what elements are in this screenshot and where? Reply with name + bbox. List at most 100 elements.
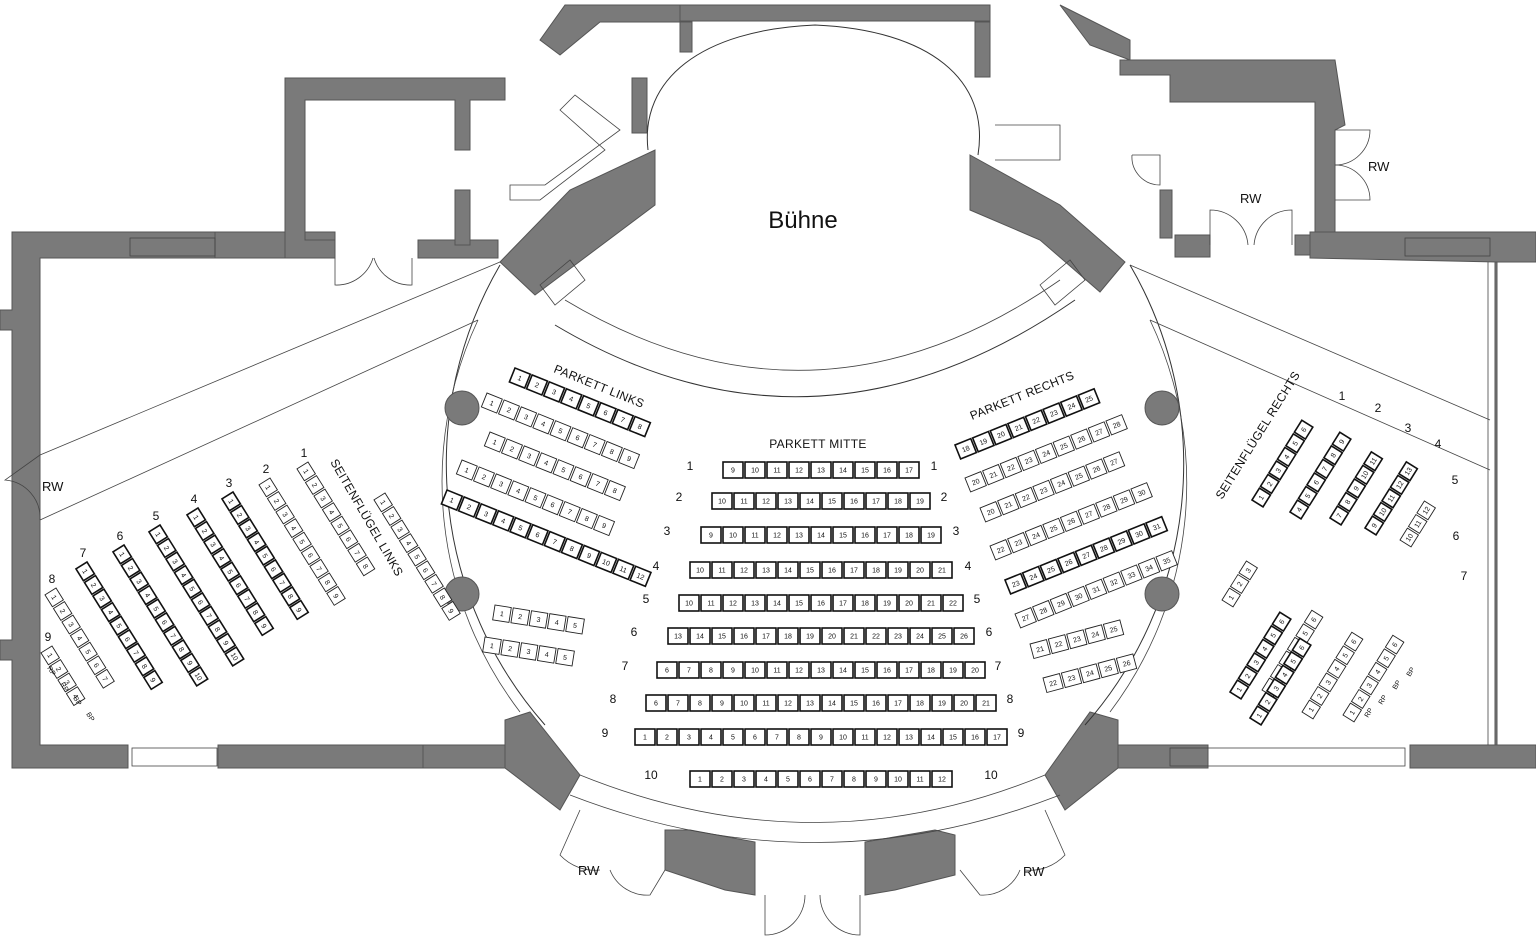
seat[interactable]: 8 — [245, 601, 266, 623]
seat[interactable]: 15 — [711, 627, 733, 645]
seat[interactable]: 2 — [156, 537, 177, 559]
seat[interactable]: 19 — [887, 561, 909, 579]
seat[interactable]: 1 — [40, 645, 61, 666]
seat[interactable]: 8 — [1322, 444, 1344, 466]
seat[interactable]: 16 — [821, 561, 843, 579]
seat[interactable]: 3 — [1238, 560, 1259, 581]
seat[interactable]: 5 — [1376, 648, 1396, 669]
seat[interactable]: 10 — [1354, 464, 1375, 486]
seat[interactable]: 10 — [832, 728, 854, 746]
seat[interactable]: 7 — [347, 542, 367, 563]
seat[interactable]: 22 — [1014, 486, 1038, 509]
seat[interactable]: 27 — [1074, 544, 1098, 567]
seat[interactable]: 5 — [565, 616, 585, 635]
seat[interactable]: 30 — [1067, 585, 1090, 608]
seat[interactable]: 6 — [415, 560, 436, 581]
seat[interactable]: 9 — [1345, 477, 1367, 499]
seat[interactable]: 31 — [1144, 515, 1169, 539]
seat[interactable]: 6 — [594, 401, 618, 424]
seat[interactable]: 4 — [69, 628, 90, 649]
seat[interactable]: 3 — [237, 518, 259, 540]
seat[interactable]: 18 — [898, 526, 920, 544]
seat[interactable]: 13 — [898, 728, 920, 746]
seat[interactable]: 29 — [1049, 592, 1073, 615]
seat[interactable]: 25 — [1097, 658, 1119, 679]
seat[interactable]: 9 — [618, 447, 641, 470]
seat[interactable]: 13 — [810, 661, 832, 679]
seat[interactable]: 5 — [1335, 645, 1355, 666]
seat[interactable]: 21 — [843, 627, 865, 645]
seat[interactable]: 5 — [555, 648, 575, 667]
seat[interactable]: 35 — [1155, 550, 1178, 572]
seat[interactable]: 9 — [810, 728, 832, 746]
seat[interactable]: 5 — [219, 561, 241, 583]
seat[interactable]: 24 — [1079, 663, 1101, 684]
seat[interactable]: 12 — [931, 770, 953, 788]
seat[interactable]: 1 — [44, 587, 65, 608]
seat[interactable]: 29 — [1109, 529, 1134, 553]
seat[interactable]: 22 — [1042, 673, 1064, 694]
seat[interactable]: 25 — [1052, 435, 1076, 457]
seat[interactable]: 3 — [61, 614, 81, 635]
seat[interactable]: 26 — [1070, 428, 1093, 450]
seat[interactable]: 28 — [1105, 414, 1128, 436]
seat[interactable]: 14 — [920, 728, 942, 746]
seat[interactable]: 20 — [964, 471, 987, 493]
seat[interactable]: 6 — [569, 466, 592, 488]
seat[interactable]: 24 — [1059, 394, 1084, 418]
seat[interactable]: 20 — [989, 423, 1013, 446]
seat[interactable]: 16 — [810, 594, 832, 612]
seat[interactable]: 4 — [1254, 638, 1275, 660]
seat[interactable]: 7 — [543, 530, 567, 553]
seat[interactable]: 5 — [1262, 624, 1284, 646]
seat[interactable]: 17 — [898, 661, 920, 679]
seat[interactable]: 32 — [1102, 571, 1126, 593]
seat[interactable]: 10 — [1372, 501, 1394, 523]
seat[interactable]: 24 — [1034, 442, 1058, 465]
seat[interactable]: 2 — [656, 728, 678, 746]
seat[interactable]: 26 — [1056, 551, 1081, 574]
seat[interactable]: 4 — [211, 547, 232, 569]
seat[interactable]: 12 — [1416, 500, 1437, 521]
seat[interactable]: 16 — [876, 461, 898, 479]
seat[interactable]: 2 — [500, 639, 521, 658]
seat[interactable]: 24 — [1049, 472, 1073, 495]
seat[interactable]: 17 — [876, 526, 898, 544]
seat[interactable]: 12 — [733, 561, 755, 579]
seat[interactable]: 2 — [229, 504, 250, 526]
seat[interactable]: 2 — [497, 399, 521, 421]
seat[interactable]: 1 — [373, 492, 394, 513]
seat[interactable]: 5 — [722, 728, 744, 746]
seat[interactable]: 2 — [525, 373, 549, 397]
seat[interactable]: 10 — [224, 646, 245, 667]
seat[interactable]: 27 — [1014, 607, 1037, 629]
seat[interactable]: 3 — [313, 488, 333, 509]
seat[interactable]: 11 — [1380, 487, 1402, 509]
seat[interactable]: 23 — [1060, 668, 1083, 689]
seat[interactable]: 26 — [953, 627, 975, 645]
seat[interactable]: 9 — [593, 514, 616, 537]
seat[interactable]: 10 — [594, 551, 618, 574]
seat[interactable]: 2 — [120, 557, 141, 579]
seat[interactable]: 14 — [832, 661, 854, 679]
seat[interactable]: 5 — [1284, 432, 1306, 454]
seat[interactable]: 2 — [457, 495, 481, 519]
seat[interactable]: 5 — [407, 546, 427, 567]
seat[interactable]: 6 — [1291, 637, 1312, 659]
seat[interactable]: 10 — [188, 666, 209, 687]
seat[interactable]: 6 — [86, 655, 107, 676]
seat[interactable]: 6 — [228, 574, 249, 596]
seat[interactable]: 10 — [887, 770, 909, 788]
seat[interactable]: 2 — [1237, 665, 1259, 687]
seat[interactable]: 4 — [246, 531, 267, 553]
seat[interactable]: 22 — [865, 627, 887, 645]
seat[interactable]: 6 — [1271, 611, 1292, 633]
seat[interactable]: 8 — [560, 537, 584, 560]
seat[interactable]: 1 — [482, 636, 502, 655]
seat[interactable]: 15 — [843, 694, 865, 712]
seat[interactable]: 2 — [711, 770, 733, 788]
seat[interactable]: 6 — [117, 628, 138, 650]
seat[interactable]: 19 — [909, 492, 931, 510]
seat[interactable]: 4 — [1274, 664, 1295, 686]
seat[interactable]: 7 — [766, 728, 788, 746]
